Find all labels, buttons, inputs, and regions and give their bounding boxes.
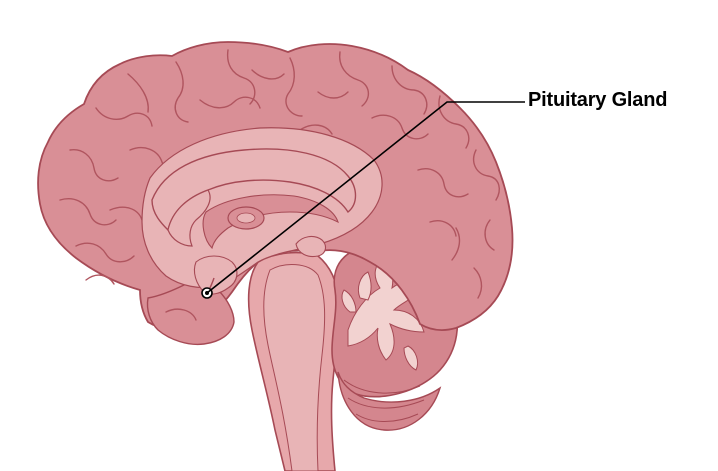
cerebellum-folia xyxy=(343,379,425,422)
brainstem-inner xyxy=(263,264,326,471)
corpus-callosum-genu xyxy=(167,189,211,247)
pituitary-gland-label: Pituitary Gland xyxy=(528,89,668,111)
pineal-region xyxy=(295,235,327,258)
pituitary-leader-line xyxy=(206,101,525,294)
thalamus-inner xyxy=(236,212,256,224)
hypothalamus xyxy=(193,255,238,295)
cortex-sulci xyxy=(59,49,500,321)
